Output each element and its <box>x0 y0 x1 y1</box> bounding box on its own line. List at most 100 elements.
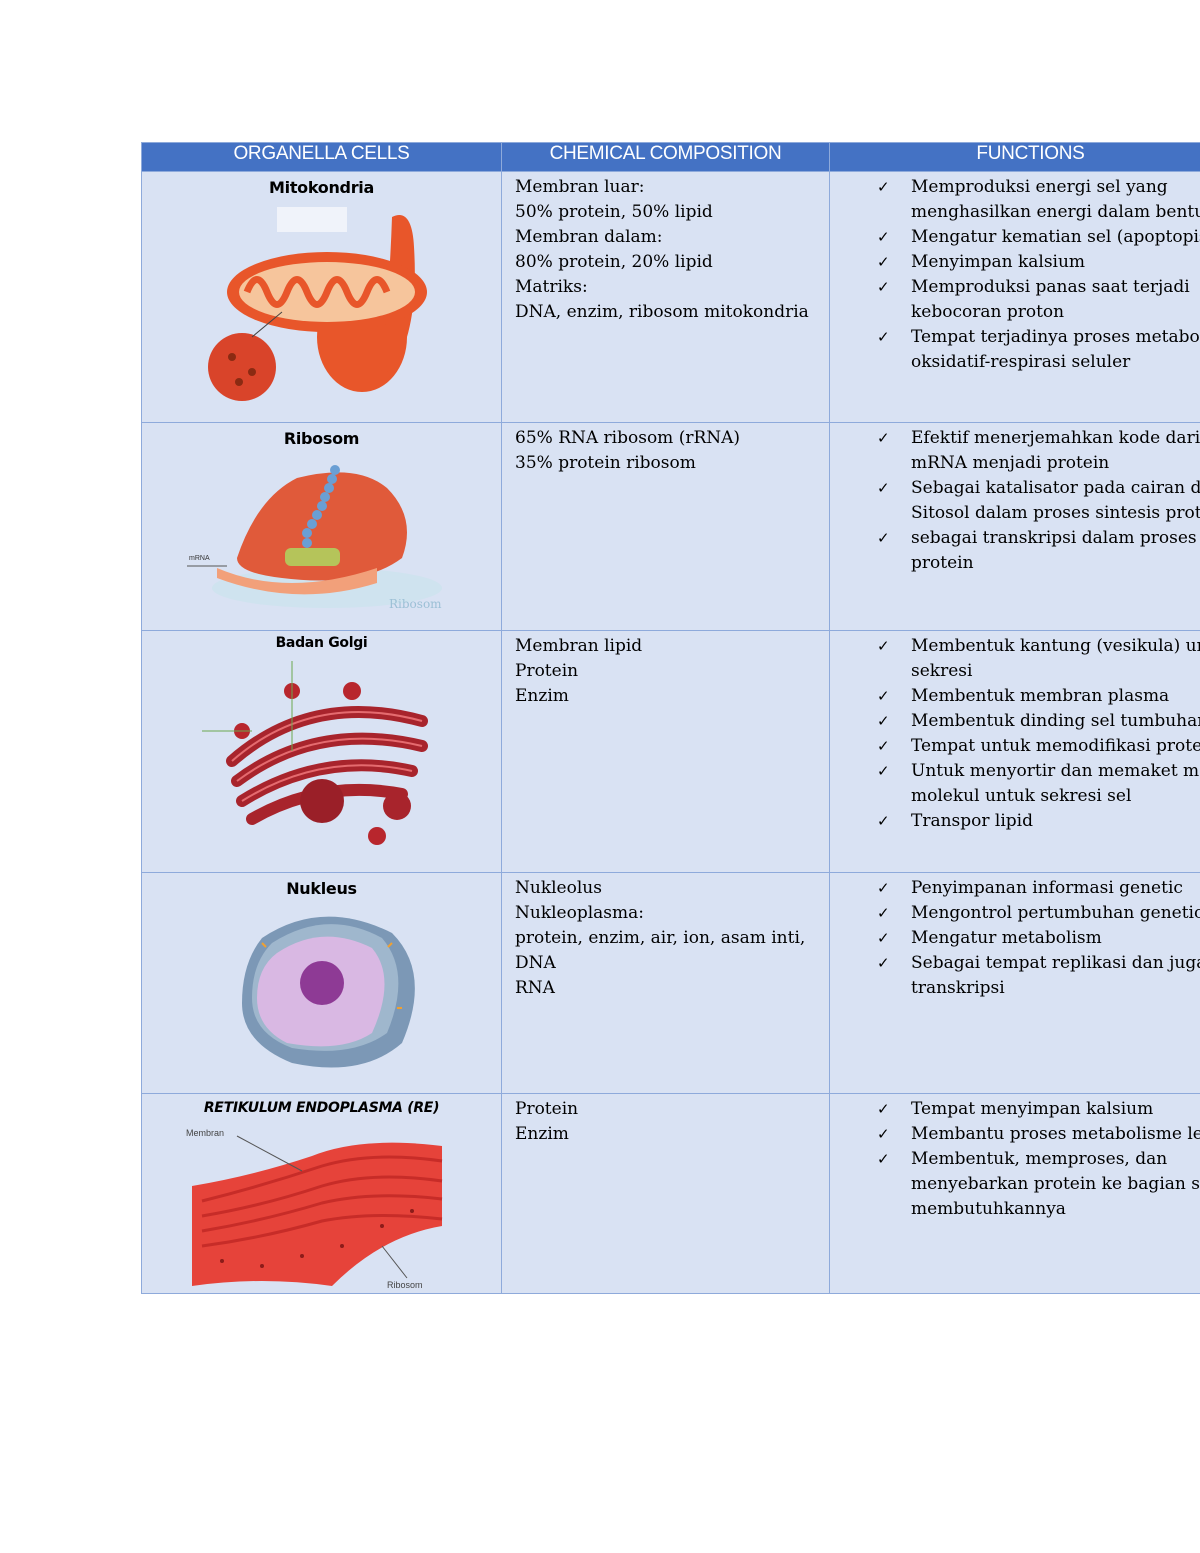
list-item: ✓Sebagai tempat replikasi dan juga trans… <box>877 953 1200 998</box>
list-item: ✓Membentuk kantung (vesikula) ur sekresi <box>877 636 1200 681</box>
ribosome-illustration: mRNA Ribosom <box>186 465 442 611</box>
organelle-cell: Mitokondria <box>141 171 502 423</box>
composition-line: Membran dalam: <box>515 227 663 247</box>
composition-cell: Membran luar: 50% protein, 50% lipid Mem… <box>501 171 830 423</box>
check-icon: ✓ <box>877 687 890 705</box>
list-item: ✓Untuk menyortir dan memaket mo molekul … <box>877 761 1200 806</box>
list-item: ✓Memproduksi panas saat terjadi kebocora… <box>877 277 1190 322</box>
composition-list: Nukleolus Nukleoplasma: protein, enzim, … <box>502 873 829 1001</box>
list-item: ✓Tempat terjadinya proses metabol oksida… <box>877 327 1200 372</box>
check-icon: ✓ <box>877 904 890 922</box>
organelle-cell: Badan Golgi <box>141 630 502 873</box>
list-item: ✓Mengatur metabolism <box>830 926 1200 951</box>
composition-line: Nukleolus <box>515 878 602 898</box>
check-icon: ✓ <box>877 637 890 655</box>
organelle-table: ORGANELLA CELLS CHEMICAL COMPOSITION FUN… <box>141 142 1200 1294</box>
composition-line: protein, enzim, air, ion, asam inti, <box>515 928 806 948</box>
table-row: RETIKULUM ENDOPLASMA (RE) Membran <box>141 1093 1200 1294</box>
composition-cell: Membran lipid Protein Enzim <box>501 630 830 873</box>
mitochondria-illustration <box>207 207 427 401</box>
functions-list: ✓Efektif menerjemahkan kode dari mRNA me… <box>830 423 1200 576</box>
organelle-name: Badan Golgi <box>275 635 368 651</box>
composition-line: RNA <box>515 978 555 998</box>
check-icon: ✓ <box>877 762 890 780</box>
check-icon: ✓ <box>877 954 890 972</box>
organelle-cell: Nukleus <box>141 872 502 1094</box>
check-icon: ✓ <box>877 1100 890 1118</box>
list-item: ✓Sebagai katalisator pada cairan da Sito… <box>877 478 1200 523</box>
functions-list: ✓Tempat menyimpan kalsium ✓Membantu pros… <box>830 1094 1200 1222</box>
membrane-label: Membran <box>186 1128 224 1138</box>
list-item: ✓Mengatur kematian sel (apoptopis <box>830 225 1200 250</box>
composition-line: DNA <box>515 953 556 973</box>
check-icon: ✓ <box>877 429 890 447</box>
list-item: ✓Membentuk dinding sel tumbuhar <box>830 709 1200 734</box>
composition-line: Enzim <box>515 1124 569 1144</box>
header-organella: ORGANELLA CELLS <box>141 142 502 172</box>
list-item: ✓Menyimpan kalsium <box>830 250 1200 275</box>
composition-line: 50% protein, 50% lipid <box>515 202 713 222</box>
header-composition: CHEMICAL COMPOSITION <box>501 142 830 172</box>
table-header-row: ORGANELLA CELLS CHEMICAL COMPOSITION FUN… <box>141 142 1200 172</box>
composition-list: Membran lipid Protein Enzim <box>502 631 829 709</box>
list-item: ✓Memproduksi energi sel yang menghasilka… <box>877 177 1200 222</box>
nucleus-illustration <box>241 916 415 1068</box>
composition-cell: Protein Enzim <box>501 1093 830 1294</box>
organelle-cell: Ribosom mRNA Ribosom <box>141 422 502 631</box>
composition-line: Protein <box>515 1099 579 1119</box>
functions-list: ✓Penyimpanan informasi genetic ✓Mengontr… <box>830 873 1200 1001</box>
check-icon: ✓ <box>877 712 890 730</box>
composition-line: DNA, enzim, ribosom mitokondria <box>515 302 809 322</box>
list-item: ✓Transpor lipid <box>830 809 1200 834</box>
composition-list: Membran luar: 50% protein, 50% lipid Mem… <box>502 172 829 325</box>
ribosome-watermark: Ribosom <box>389 597 442 611</box>
check-icon: ✓ <box>877 253 890 271</box>
composition-line: 35% protein ribosom <box>515 453 696 473</box>
ribosome-label: Ribosom <box>387 1280 423 1290</box>
composition-line: 65% RNA ribosom (rRNA) <box>515 428 741 448</box>
golgi-illustration <box>201 661 428 845</box>
check-icon: ✓ <box>877 929 890 947</box>
check-icon: ✓ <box>877 328 890 346</box>
composition-line: Protein <box>515 661 579 681</box>
table-row: Nukleus Nukleolus Nukleoplasma: prote <box>141 872 1200 1094</box>
list-item: ✓Membantu proses metabolisme le <box>830 1122 1200 1147</box>
composition-line: Membran luar: <box>515 177 645 197</box>
check-icon: ✓ <box>877 228 890 246</box>
check-icon: ✓ <box>877 479 890 497</box>
list-item: ✓Efektif menerjemahkan kode dari mRNA me… <box>877 428 1200 473</box>
table-row: Mitokondria Membran luar: <box>141 171 1200 423</box>
check-icon: ✓ <box>877 879 890 897</box>
composition-cell: 65% RNA ribosom (rRNA) 35% protein ribos… <box>501 422 830 631</box>
functions-list: ✓Membentuk kantung (vesikula) ur sekresi… <box>830 631 1200 834</box>
check-icon: ✓ <box>877 278 890 296</box>
check-icon: ✓ <box>877 1125 890 1143</box>
endoplasmic-reticulum-illustration: Membran Ribosom <box>186 1128 442 1290</box>
functions-list: ✓Memproduksi energi sel yang menghasilka… <box>830 172 1200 375</box>
composition-line: 80% protein, 20% lipid <box>515 252 713 272</box>
list-item: ✓Mengontrol pertumbuhan genetic <box>830 901 1200 926</box>
list-item: ✓sebagai transkripsi dalam proses s prot… <box>877 528 1200 573</box>
composition-line: Nukleoplasma: <box>515 903 645 923</box>
composition-cell: Nukleolus Nukleoplasma: protein, enzim, … <box>501 872 830 1094</box>
composition-line: Enzim <box>515 686 569 706</box>
functions-cell: ✓Memproduksi energi sel yang menghasilka… <box>829 171 1200 423</box>
organelle-cell: RETIKULUM ENDOPLASMA (RE) Membran <box>141 1093 502 1294</box>
list-item: ✓Membentuk membran plasma <box>830 684 1200 709</box>
composition-list: Protein Enzim <box>502 1094 829 1147</box>
functions-cell: ✓Tempat menyimpan kalsium ✓Membantu pros… <box>829 1093 1200 1294</box>
check-icon: ✓ <box>877 737 890 755</box>
check-icon: ✓ <box>877 529 890 547</box>
mrna-label: mRNA <box>189 555 210 562</box>
table-row: Badan Golgi <box>141 630 1200 873</box>
composition-list: 65% RNA ribosom (rRNA) 35% protein ribos… <box>502 423 829 476</box>
list-item: ✓Tempat untuk memodifikasi prote <box>830 734 1200 759</box>
check-icon: ✓ <box>877 1150 890 1168</box>
list-item: ✓Membentuk, memproses, dan menyebarkan p… <box>877 1149 1200 1219</box>
list-item: ✓Tempat menyimpan kalsium <box>830 1097 1200 1122</box>
organelle-name: Nukleus <box>286 879 357 898</box>
header-functions: FUNCTIONS <box>829 142 1200 172</box>
functions-cell: ✓Efektif menerjemahkan kode dari mRNA me… <box>829 422 1200 631</box>
organelle-name: Ribosom <box>283 429 360 448</box>
